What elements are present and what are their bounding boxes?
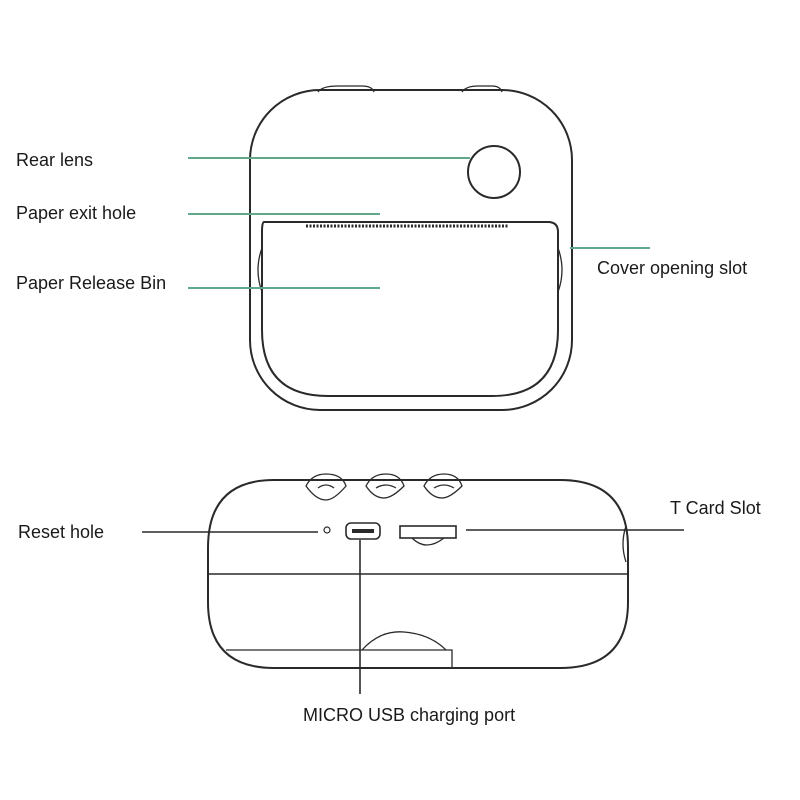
side-body-outline (207, 479, 629, 669)
button-detail-3 (433, 484, 455, 489)
micro-usb-port (345, 522, 381, 540)
printer-body-outline (249, 89, 573, 411)
label-micro-usb-charging-port: MICRO USB charging port (303, 705, 515, 725)
bottom-foot-edge (226, 649, 453, 668)
micro-usb-port-inner (352, 529, 374, 533)
label-cover-opening-slot: Cover opening slot (597, 258, 747, 278)
top-nub-right (461, 85, 503, 93)
label-rear-lens: Rear lens (16, 150, 93, 170)
button-bump-2 (365, 473, 405, 499)
button-detail-1 (317, 484, 335, 489)
bottom-foot-curve (361, 631, 447, 651)
button-bump-3 (423, 473, 463, 499)
paper-release-bin-cover (261, 221, 559, 397)
label-reset-hole: Reset hole (18, 522, 104, 542)
label-paper-release-bin: Paper Release Bin (16, 273, 166, 293)
side-edge-bump (622, 525, 627, 563)
t-card-slot (399, 525, 457, 539)
label-paper-exit-hole: Paper exit hole (16, 203, 136, 223)
t-card-slot-notch (411, 537, 445, 546)
reset-hole (323, 526, 331, 534)
cover-notch-right (557, 247, 563, 293)
top-nub-left (317, 85, 375, 93)
printer-back-view (249, 85, 573, 411)
button-bump-1 (305, 473, 347, 501)
label-t-card-slot: T Card Slot (670, 498, 761, 518)
printer-side-view (207, 473, 629, 669)
rear-lens-circle (467, 145, 521, 199)
button-detail-2 (375, 484, 397, 489)
